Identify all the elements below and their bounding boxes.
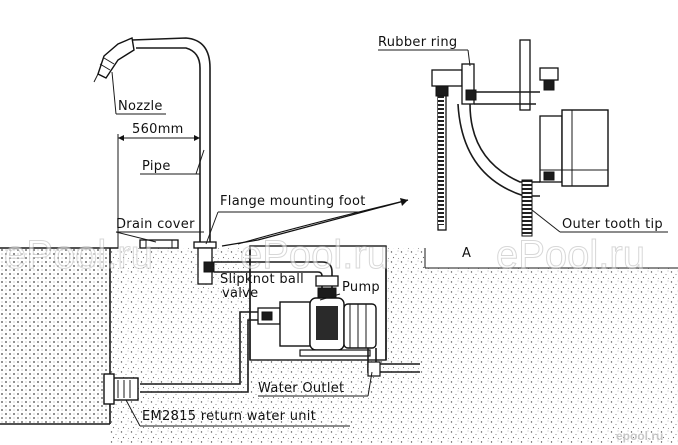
dimension-560mm — [117, 134, 201, 248]
flange-mounting-foot — [193, 241, 217, 285]
label-slipknot-line2: valve — [222, 286, 258, 301]
detail-connector — [221, 198, 409, 247]
nozzle — [93, 37, 135, 83]
return-water-unit — [103, 373, 139, 405]
labels: Nozzle 560mm Pipe Flange mounting foot D… — [116, 35, 663, 424]
watermark: ePool.ru ePool.ru ePool.ru epool.ru — [4, 233, 664, 444]
label-pipe: Pipe — [142, 159, 171, 174]
label-detail-a: A — [462, 246, 471, 261]
label-slipknot-line1: Slipknot ball — [220, 272, 304, 287]
pool-water — [0, 247, 118, 425]
pipe — [131, 37, 211, 244]
label-outer-tooth-tip: Outer tooth tip — [562, 217, 663, 232]
watermark-brand: epool.ru — [616, 429, 663, 443]
pump — [257, 297, 377, 357]
detail-a — [431, 39, 609, 237]
drain-cover — [139, 239, 179, 249]
watermark-right: ePool.ru — [496, 233, 645, 277]
label-flange-mounting-foot: Flange mounting foot — [220, 194, 366, 209]
leader-lines — [111, 49, 668, 427]
label-nozzle: Nozzle — [118, 99, 163, 114]
water-outlet-pipe — [367, 348, 420, 377]
watermark-center: ePool.ru — [240, 233, 389, 277]
label-rubber-ring: Rubber ring — [378, 35, 457, 50]
label-return-unit: EM2815 return water unit — [142, 409, 316, 424]
label-pump: Pump — [342, 280, 380, 295]
return-pipe — [140, 311, 258, 393]
label-dimension: 560mm — [132, 122, 184, 137]
watermark-left: ePool.ru — [4, 233, 153, 277]
label-drain-cover: Drain cover — [116, 217, 195, 232]
label-water-outlet: Water Outlet — [258, 381, 344, 396]
